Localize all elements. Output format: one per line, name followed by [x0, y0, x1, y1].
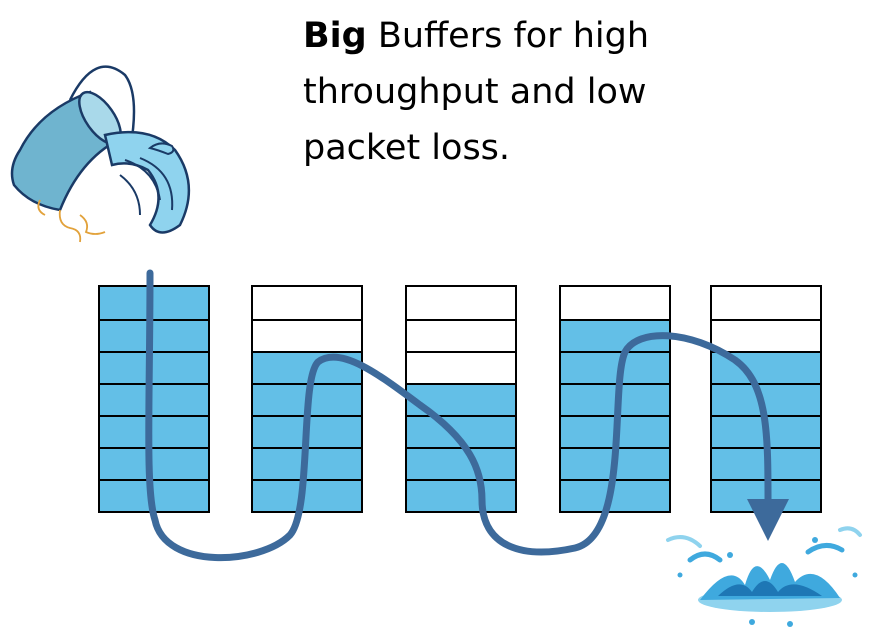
buffer-slot	[253, 319, 361, 351]
buffer-slot	[253, 383, 361, 415]
buffer-slot	[561, 351, 669, 383]
buffer-slot	[100, 351, 208, 383]
buffer-slot	[712, 383, 820, 415]
buffer-5	[710, 285, 822, 513]
buffer-slot	[253, 447, 361, 479]
caption-line-3: packet loss.	[303, 128, 511, 168]
buffer-slot	[407, 319, 515, 351]
buffer-slot	[712, 351, 820, 383]
buffer-slot	[712, 447, 820, 479]
buffer-slot	[407, 351, 515, 383]
buffer-slot	[407, 447, 515, 479]
buffer-slot	[253, 479, 361, 511]
caption-line-1: Buffers for high	[366, 16, 650, 56]
buffer-slot	[100, 415, 208, 447]
buffer-slot	[100, 479, 208, 511]
buffer-slot	[561, 447, 669, 479]
caption-line-2: throughput and low	[303, 72, 647, 112]
buffer-slot	[100, 447, 208, 479]
buffer-slot	[712, 319, 820, 351]
buffer-slot	[712, 479, 820, 511]
caption: Big Buffers for high throughput and low …	[303, 8, 743, 176]
buffer-2	[251, 285, 363, 513]
buffer-slot	[712, 415, 820, 447]
buffer-slot	[100, 319, 208, 351]
buffer-4	[559, 285, 671, 513]
buffer-slot	[100, 287, 208, 319]
buffer-slot	[407, 287, 515, 319]
buffer-slot	[253, 415, 361, 447]
buffer-slot	[253, 351, 361, 383]
buffer-slot	[407, 383, 515, 415]
buffer-slot	[407, 415, 515, 447]
buffer-slot	[561, 383, 669, 415]
buffer-slot	[100, 383, 208, 415]
buffer-slot	[561, 287, 669, 319]
caption-bold-word: Big	[303, 16, 367, 56]
buffer-slot	[561, 479, 669, 511]
buffer-3	[405, 285, 517, 513]
buffer-slot	[407, 479, 515, 511]
buffer-1	[98, 285, 210, 513]
buffer-slot	[712, 287, 820, 319]
buffer-slot	[561, 415, 669, 447]
buffer-slot	[253, 287, 361, 319]
buffer-slot	[561, 319, 669, 351]
